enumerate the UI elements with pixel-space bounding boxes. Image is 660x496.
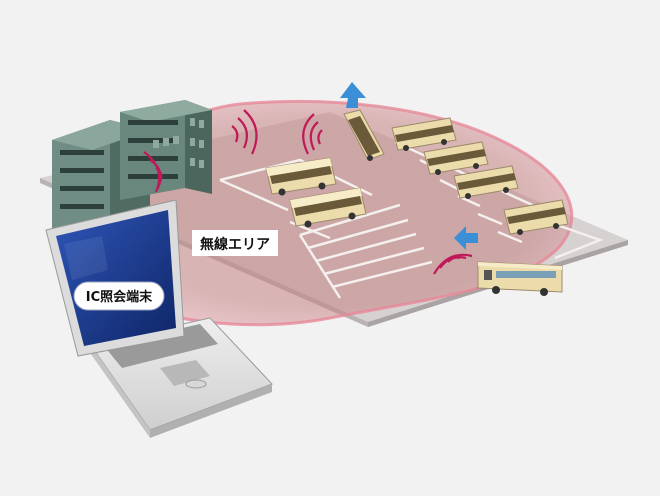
building-icon [52,100,212,234]
bus-icon [391,117,457,151]
bus-icon [453,165,519,199]
bus-icon [265,157,337,196]
wireless-area-label: 無線エリア [192,230,278,256]
bus-icon [503,199,569,235]
laptop-icon [45,199,273,438]
wifi-signal-icon [143,151,163,193]
wireless-area-text: 無線エリア [200,236,270,253]
wifi-signal-icon [302,113,323,155]
wifi-signal-icon [433,253,473,275]
bus-icon [423,141,489,175]
bus-icon [477,261,563,296]
wifi-signal-icon [231,109,258,155]
bus-icon [289,187,367,228]
bus-icon [343,109,385,161]
ic-terminal-text: IC照会端末 [86,289,153,305]
direction-arrow-icon [340,82,366,108]
parking-lines [219,140,604,299]
ic-terminal-label: IC照会端末 [73,281,165,311]
direction-arrow-icon [454,226,478,250]
